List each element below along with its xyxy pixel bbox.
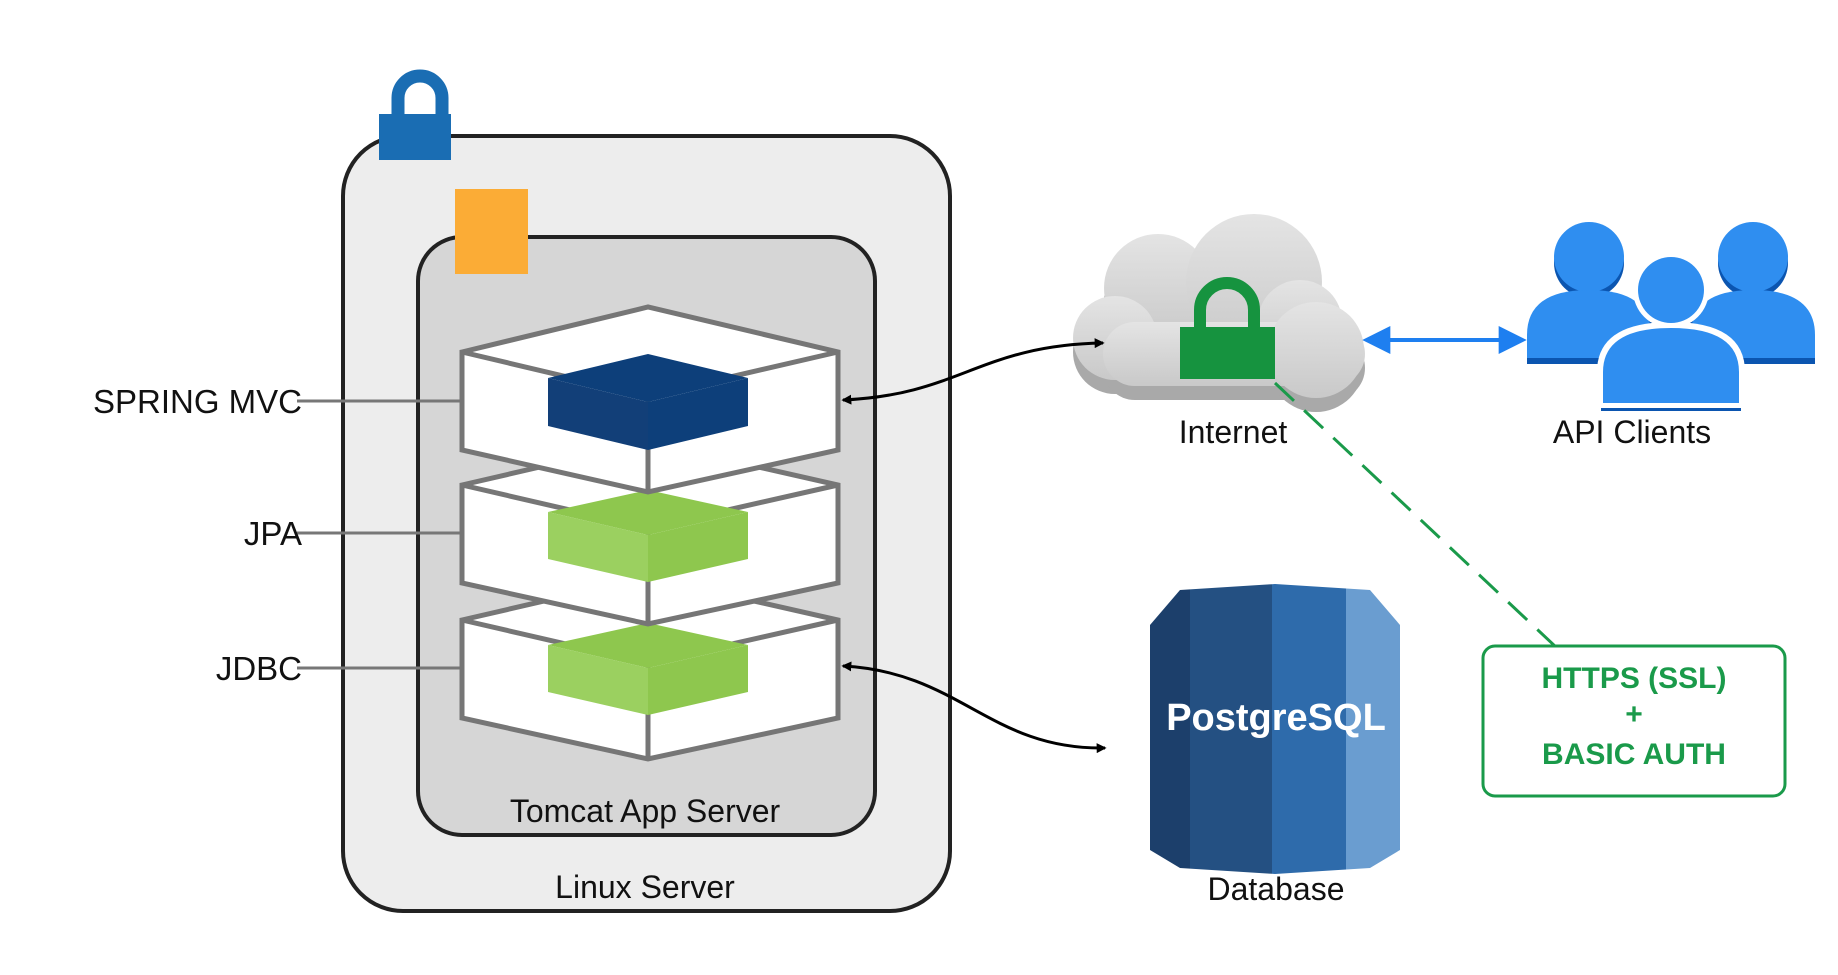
tomcat-label: Tomcat App Server	[510, 793, 781, 829]
spring-layer	[459, 304, 841, 495]
internet-spring-arrow	[841, 338, 1105, 405]
jpa-label: JPA	[244, 515, 302, 552]
internet-label: Internet	[1179, 414, 1288, 450]
postgresql-label: PostgreSQL	[1166, 697, 1386, 739]
database-icon	[1150, 584, 1400, 874]
spring-label: SPRING MVC	[93, 383, 302, 420]
https-line-3: BASIC AUTH	[1542, 738, 1726, 771]
database-label: Database	[1208, 871, 1345, 907]
lock-icon	[1180, 277, 1275, 379]
cloud-icon	[1073, 214, 1365, 412]
jpa-layer	[459, 439, 841, 627]
ssl-dashed-line	[1273, 381, 1559, 650]
api-clients-label: API Clients	[1553, 414, 1711, 450]
lock-icon	[379, 69, 451, 160]
linux-label: Linux Server	[555, 869, 735, 905]
https-line-2: +	[1625, 698, 1643, 731]
jdbc-database-arrow	[841, 661, 1107, 754]
users-icon	[1527, 222, 1815, 411]
jdbc-label: JDBC	[216, 650, 302, 687]
https-auth-box	[1481, 644, 1787, 798]
jdbc-layer	[459, 574, 841, 762]
https-line-1: HTTPS (SSL)	[1542, 662, 1727, 695]
plugin-icon	[455, 189, 528, 274]
